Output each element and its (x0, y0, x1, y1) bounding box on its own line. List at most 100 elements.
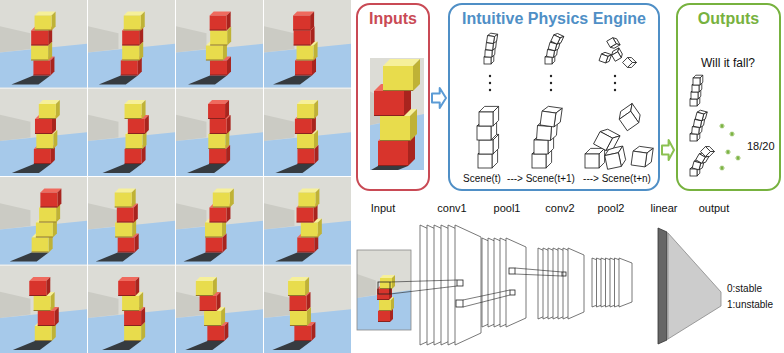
block-shadow (184, 253, 223, 262)
cube-face (692, 161, 701, 170)
block-side (314, 100, 318, 119)
scene-wall (0, 203, 30, 229)
block-edge (128, 133, 145, 134)
block-edge (378, 165, 408, 166)
tower-render (264, 0, 351, 88)
block-face (377, 289, 389, 300)
scene-floor (0, 132, 87, 176)
scene-wall (0, 292, 30, 318)
block-edge (208, 148, 225, 149)
block-side (132, 189, 136, 208)
block-edge (297, 252, 314, 253)
block-side (139, 292, 143, 311)
projection-line (515, 268, 562, 272)
cube-face (479, 140, 493, 154)
block-edge (35, 133, 52, 134)
block-face (115, 193, 132, 208)
scene-floor (176, 309, 263, 353)
wire-cube (693, 75, 703, 85)
cube-face (479, 112, 493, 126)
scene-sky (176, 266, 263, 353)
block-edge (379, 310, 391, 311)
scene-sky (370, 58, 424, 170)
block-face (293, 16, 310, 31)
ellipsis-dot (489, 89, 491, 91)
block-face (124, 326, 141, 341)
block-edge (40, 207, 57, 208)
block-face (125, 104, 142, 119)
block-edge (117, 222, 134, 223)
cube-face (478, 154, 492, 168)
block-shadow (272, 341, 311, 350)
scene-label: ---> Scene(t+1) (507, 173, 575, 185)
scene-sky (264, 89, 351, 177)
scene-floor (0, 44, 87, 88)
block-face (40, 193, 57, 208)
ellipsis-dot (550, 82, 552, 84)
scene-sky (88, 89, 175, 177)
block-edge (115, 207, 132, 208)
scene-floor (357, 290, 411, 330)
linear-layer (658, 228, 667, 344)
cube-face (692, 85, 699, 92)
block-face (36, 223, 53, 238)
block-shadow (185, 341, 224, 350)
block-side (56, 100, 60, 119)
block-edge (298, 207, 315, 208)
green-star (727, 150, 730, 154)
block-edge (213, 207, 230, 208)
cube-face (692, 127, 700, 135)
block-edge (210, 45, 227, 46)
block-edge (33, 75, 50, 76)
block-side (135, 277, 139, 296)
cube-face (545, 57, 552, 64)
cube-face (691, 92, 698, 99)
panel-title: Outputs (698, 9, 759, 28)
cube-face (607, 38, 617, 48)
block-face (380, 116, 410, 141)
block-edge (297, 163, 314, 164)
input-panel: Inputs (356, 3, 430, 191)
tower-render (264, 89, 351, 177)
block-edge (200, 310, 217, 311)
block-edge (124, 340, 141, 341)
block-face (294, 31, 311, 46)
block-edge (297, 148, 314, 149)
tower-render (176, 0, 263, 88)
layer-label: output (699, 202, 730, 215)
wire-cube (610, 48, 623, 61)
scene-floor (0, 221, 87, 265)
block-shadow (187, 164, 226, 173)
block-face (33, 61, 50, 76)
cube-face (619, 111, 638, 130)
block-edge (206, 252, 223, 253)
scene-floor (264, 221, 351, 265)
block-face (374, 91, 404, 116)
block-face (118, 238, 135, 253)
scene-label: Scene(t) (463, 173, 501, 185)
scene-wall (0, 26, 30, 52)
block-face (213, 193, 230, 208)
projection-line (463, 290, 510, 300)
block-face (297, 208, 314, 223)
ellipsis-dot (489, 75, 491, 77)
block-shadow (371, 166, 408, 170)
block-side (310, 12, 314, 31)
scene-wall (176, 115, 206, 141)
projection-line (515, 274, 562, 276)
block-face (31, 31, 48, 46)
block-side (311, 322, 315, 341)
block-edge (209, 163, 226, 164)
block-face (200, 296, 217, 311)
scene-label: ---> Scene(t+n) (583, 173, 651, 185)
scene-wall (176, 26, 206, 52)
projection-line (390, 280, 457, 282)
block-edge (207, 340, 224, 341)
block-face (124, 16, 141, 31)
block-edge (124, 30, 141, 31)
cube-face (690, 134, 697, 141)
scene-wall (88, 292, 118, 318)
scene-sky (0, 0, 87, 88)
block-face (29, 281, 46, 296)
